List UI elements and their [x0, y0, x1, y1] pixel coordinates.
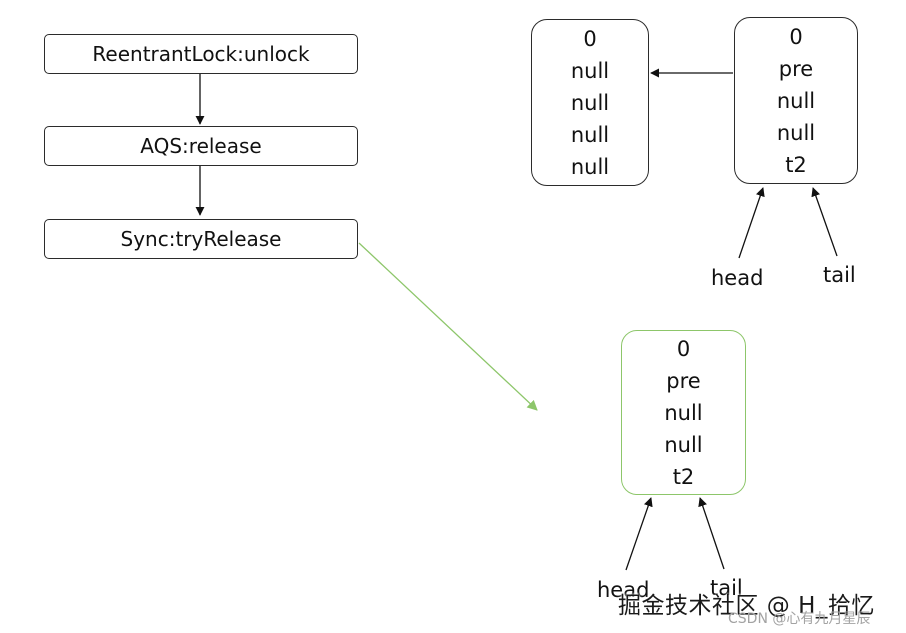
node-field: t2 [672, 464, 695, 489]
tail-pointer-arrow-top [811, 187, 838, 257]
transition-arrow [358, 242, 538, 411]
flow-step-unlock: ReentrantLock:unlock [44, 34, 358, 74]
node-field: pre [778, 56, 814, 81]
node-field: 0 [583, 26, 597, 51]
node-field: t2 [785, 152, 807, 177]
node-field: null [776, 120, 816, 145]
queue-node-t2: 0 pre null null t2 [734, 17, 858, 184]
watermark-juejin: 掘金技术社区 @ H_拾忆 [618, 593, 875, 619]
node-field: null [570, 154, 610, 179]
flow-step-try-release: Sync:tryRelease [44, 219, 358, 259]
node-field: null [776, 88, 816, 113]
head-pointer-arrow-top [738, 187, 765, 259]
watermark-csdn: CSDN @心有九月星辰 [728, 611, 871, 627]
node-field: 0 [789, 24, 803, 49]
head-label-bottom: head [597, 578, 650, 602]
tail-label-bottom: tail [710, 576, 743, 600]
node-field: null [664, 432, 703, 457]
node-field: pre [666, 368, 701, 393]
head-label-top: head [711, 266, 764, 290]
node-field: null [570, 122, 610, 147]
queue-node-old-head: 0 null null null null [531, 19, 649, 186]
flow-step-release: AQS:release [44, 126, 358, 166]
node-field: null [570, 58, 610, 83]
tail-pointer-arrow-bottom [698, 497, 725, 570]
queue-node-after-release: 0 pre null null t2 [621, 330, 746, 495]
tail-label-top: tail [823, 263, 856, 287]
head-pointer-arrow-bottom [625, 497, 653, 571]
node-field: null [664, 400, 703, 425]
node-field: null [570, 90, 610, 115]
node-field: 0 [676, 336, 691, 361]
